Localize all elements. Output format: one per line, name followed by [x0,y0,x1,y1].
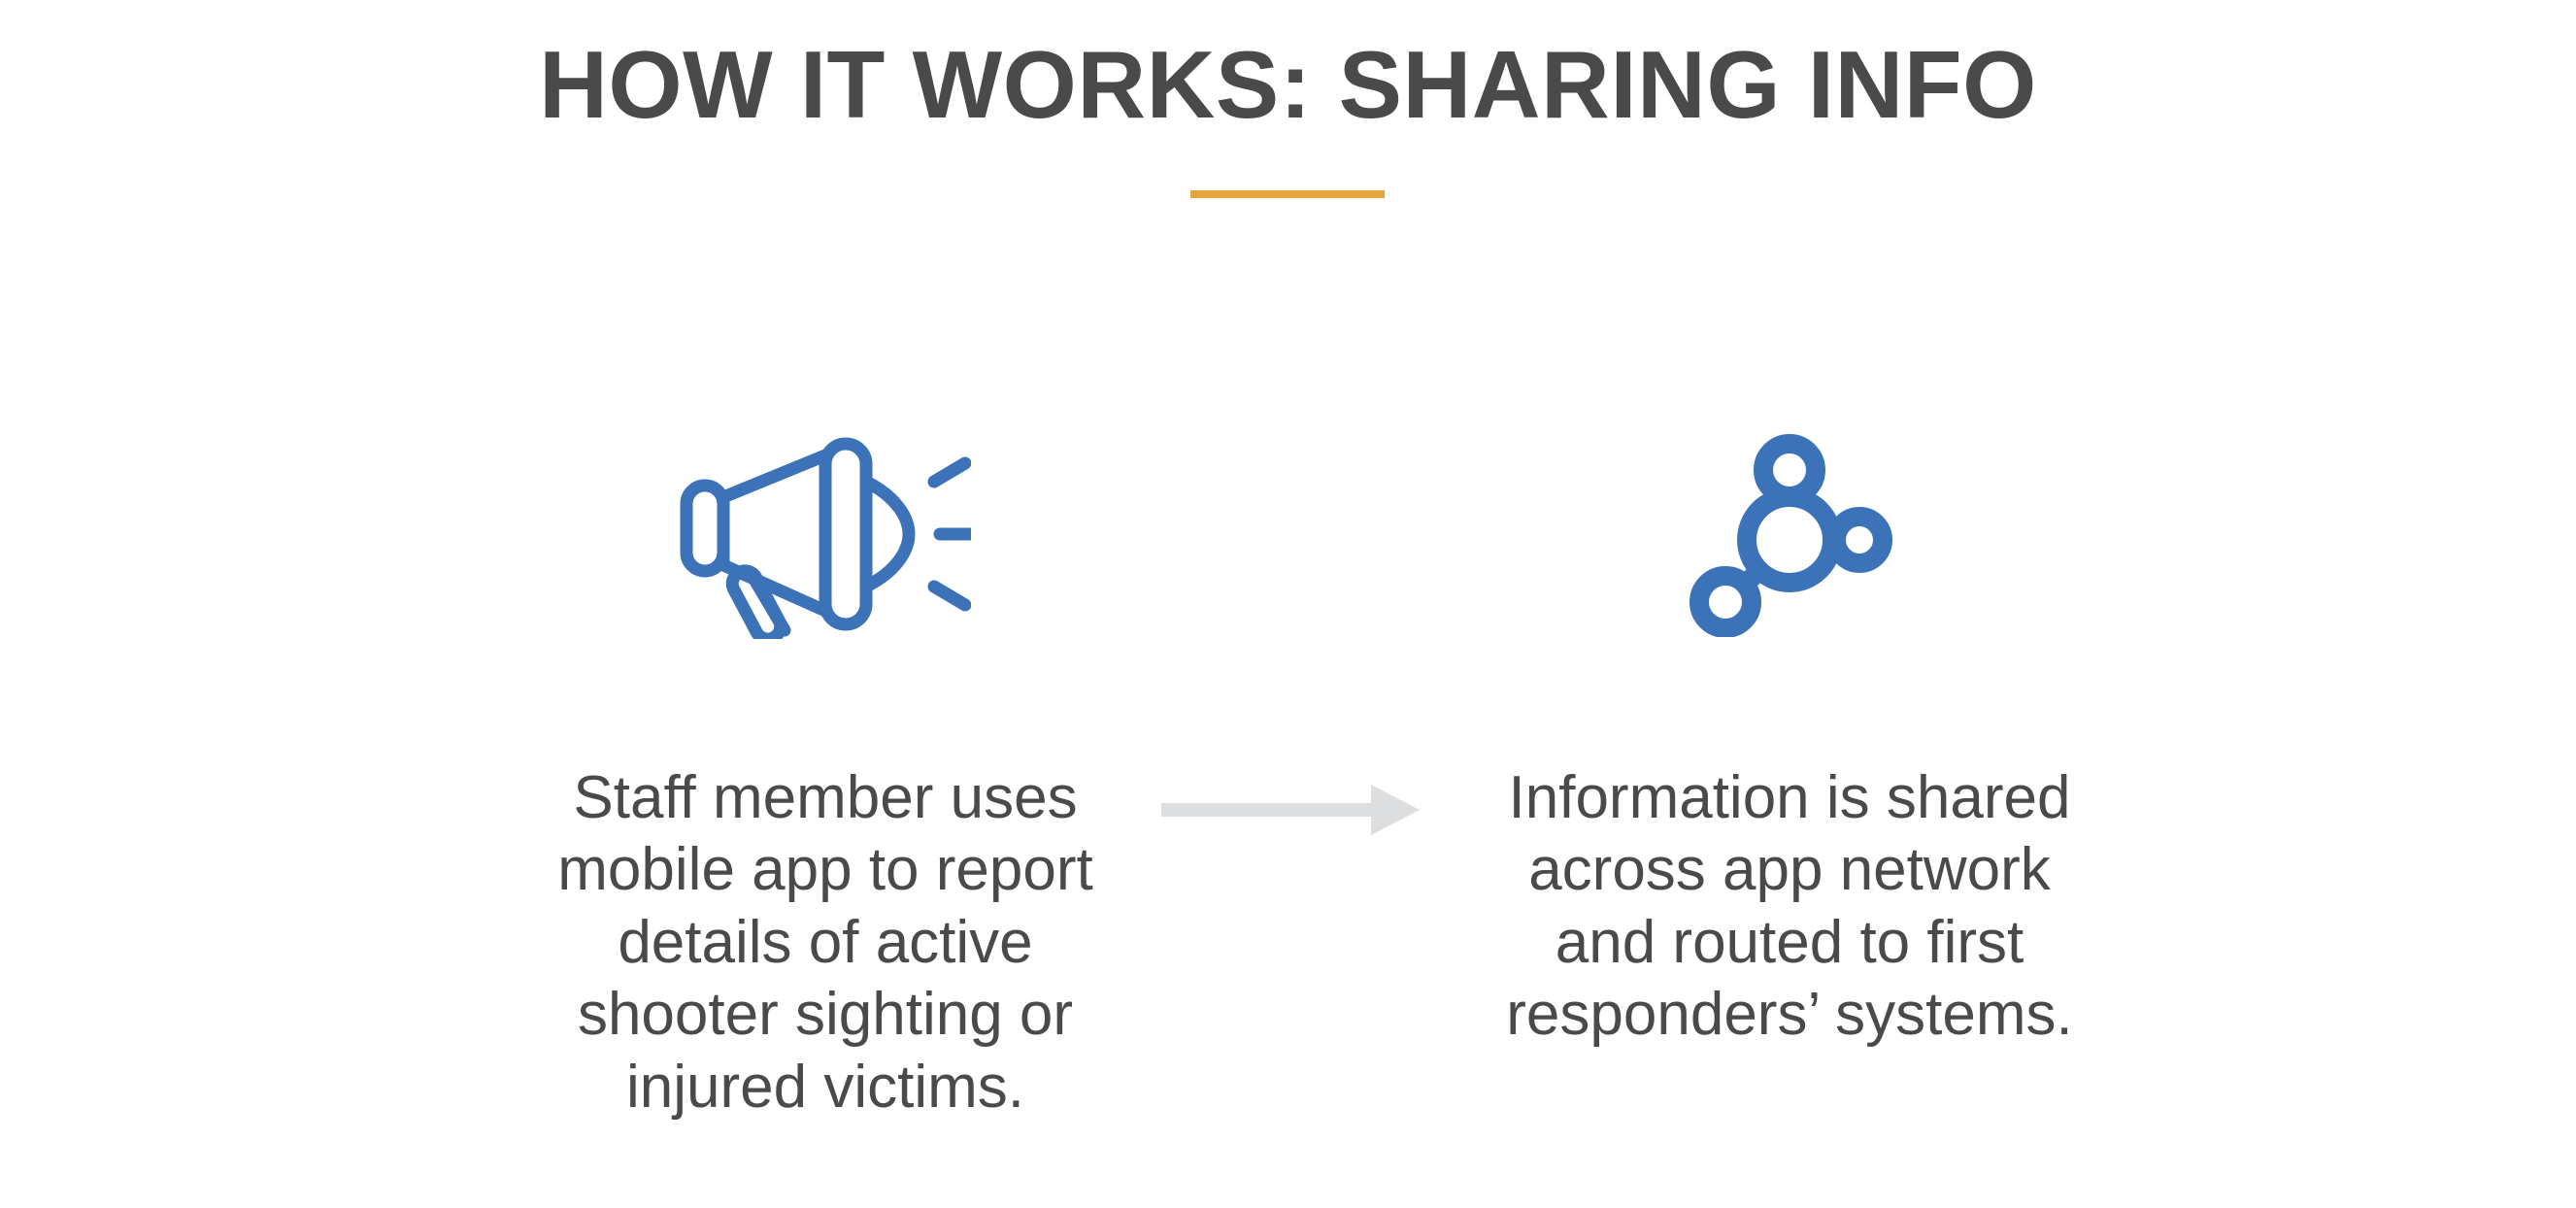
right-arrow-icon [1161,783,1420,837]
steps-row: Staff member uses mobile app to report d… [0,408,2576,1165]
step-item-1: Staff member uses mobile app to report d… [485,408,1165,1124]
megaphone-icon [485,408,1165,660]
network-share-icon [1450,408,2129,660]
page-title: HOW IT WORKS: SHARING INFO [539,31,2037,138]
title-block: HOW IT WORKS: SHARING INFO [0,37,2576,132]
step-item-2: Information is shared across app network… [1450,408,2129,1052]
step-caption-1: Staff member uses mobile app to report d… [557,764,1093,1121]
title-accent-rule [1190,190,1385,198]
step-caption-2: Information is shared across app network… [1506,764,2073,1049]
